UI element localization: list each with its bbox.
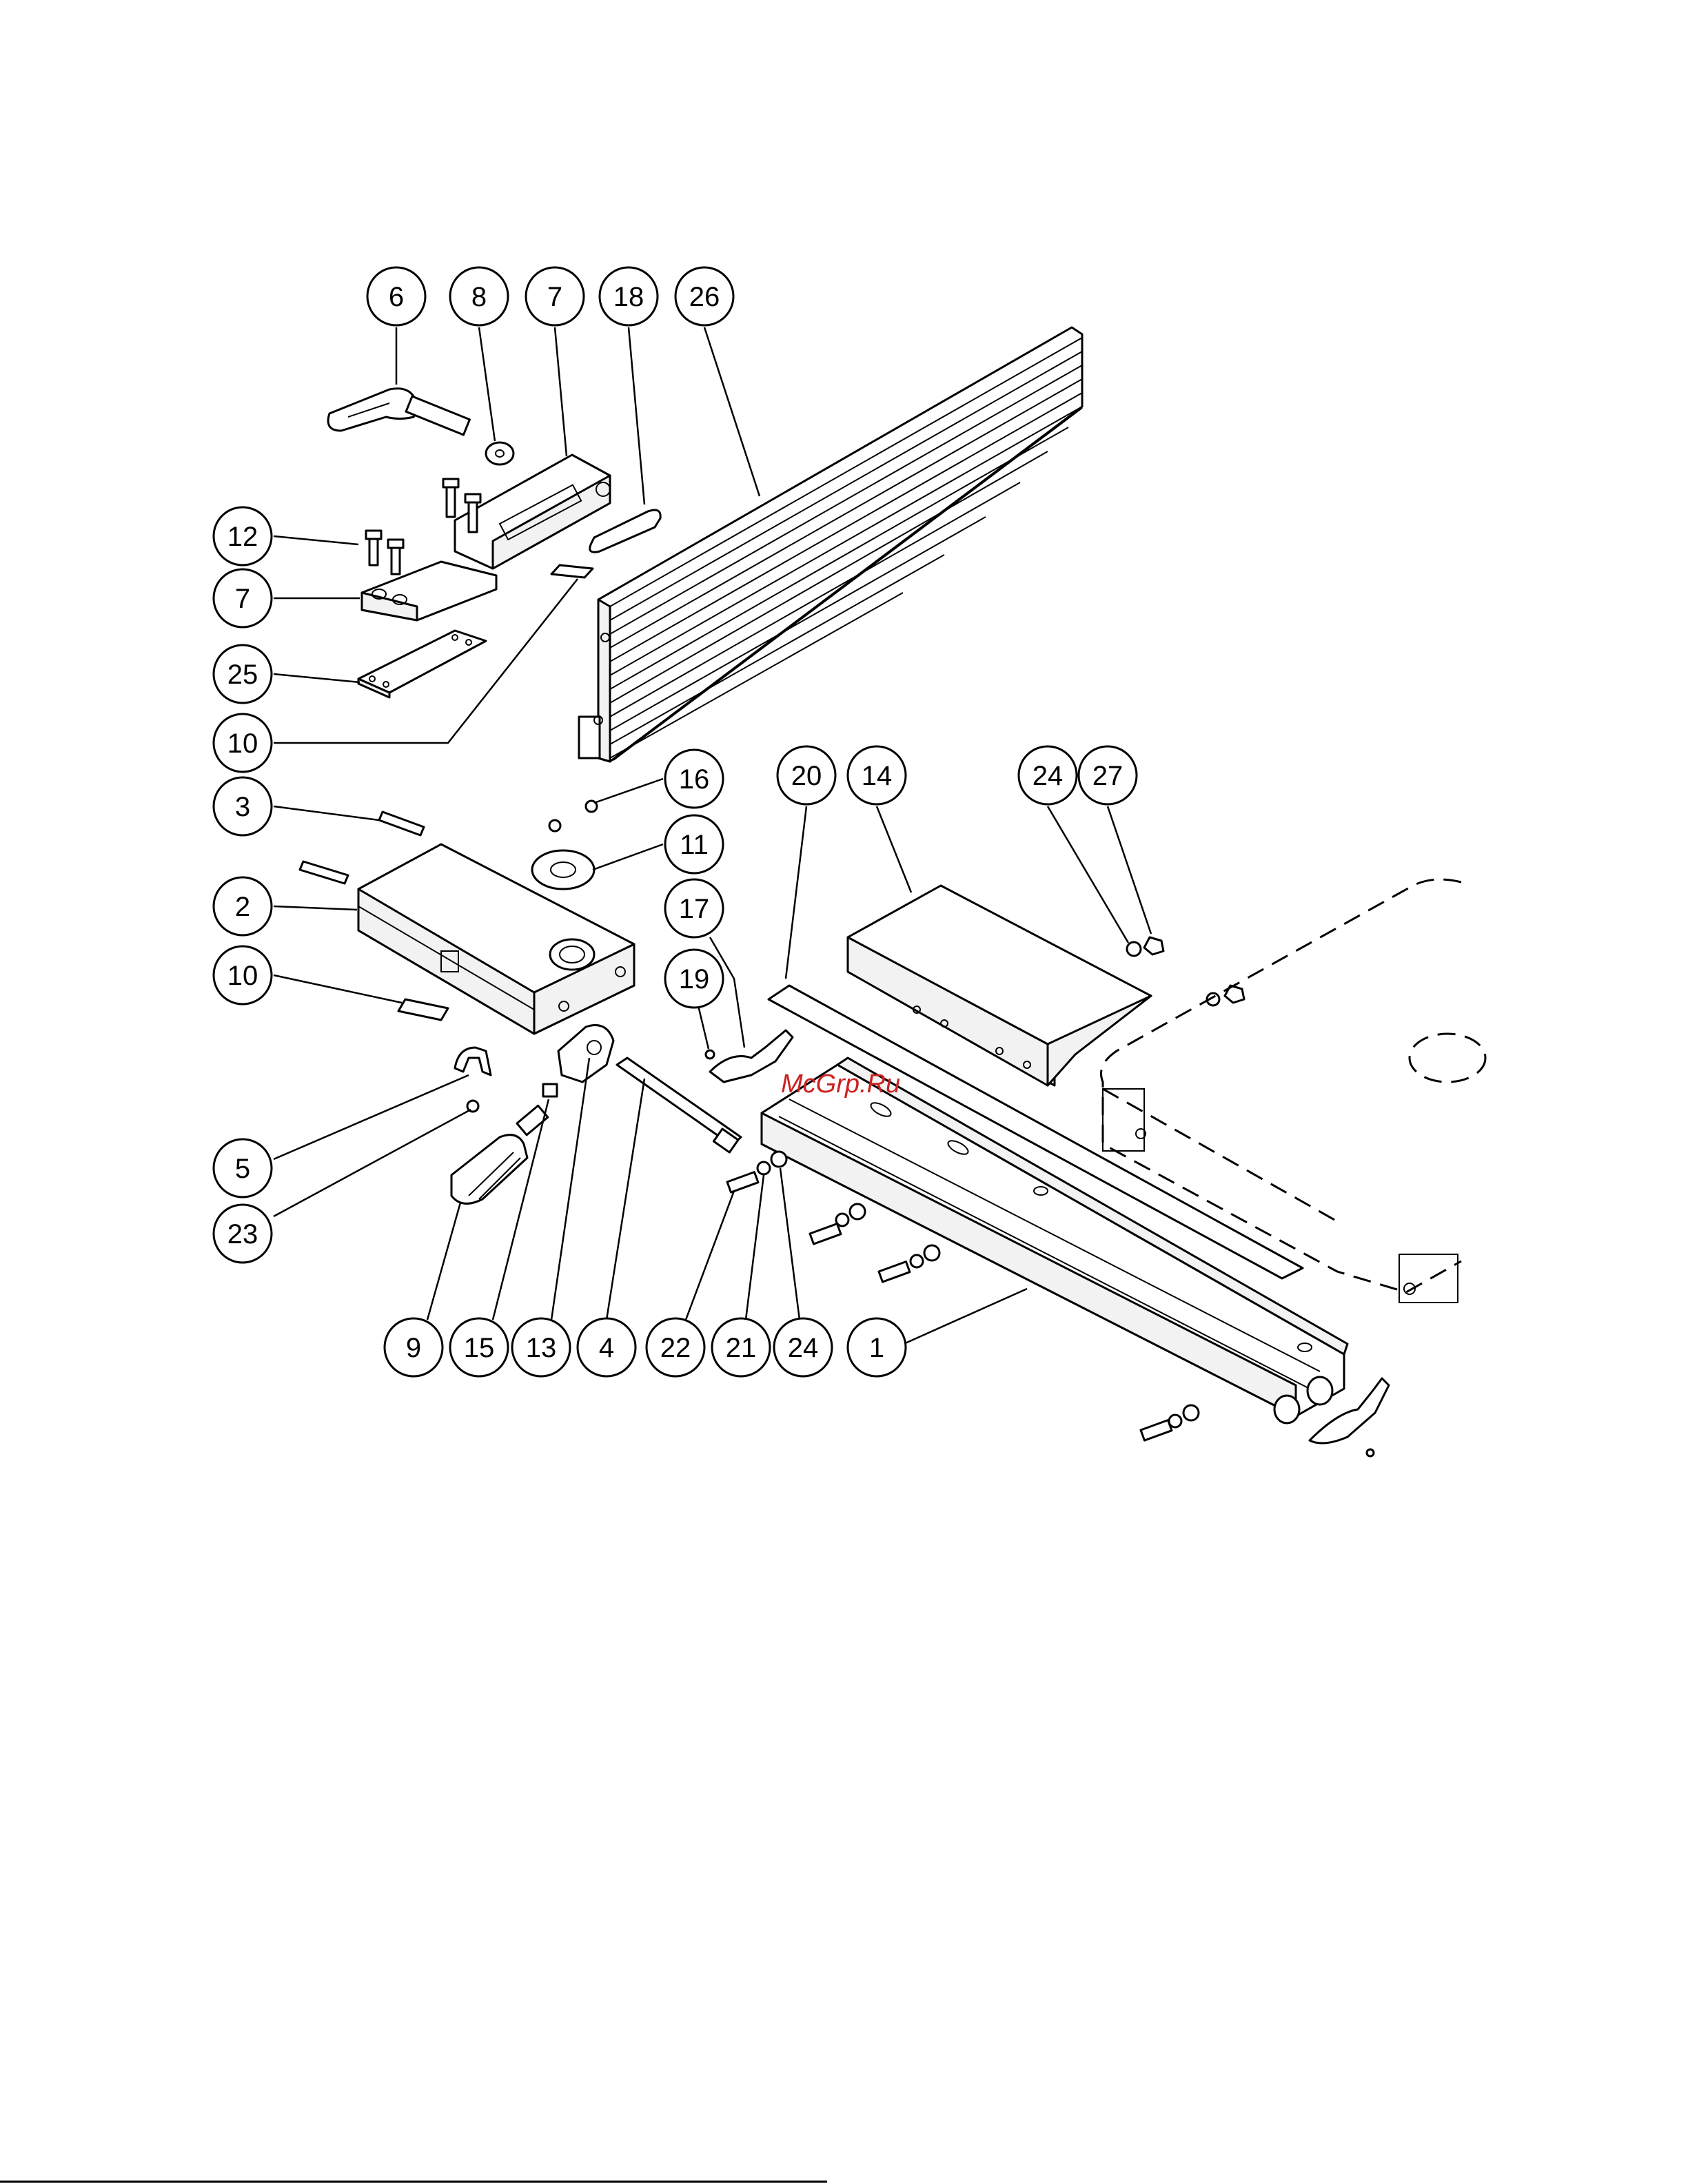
- callout-label: 7: [547, 282, 562, 312]
- shim-part-10-upper: [551, 565, 593, 578]
- washer-part-24-upper: [1127, 942, 1141, 956]
- cam-block-part-13: [558, 1025, 613, 1083]
- callout-c7b: 7: [214, 569, 272, 627]
- callout-label: 24: [788, 1333, 819, 1363]
- callout-c13: 13: [512, 1318, 570, 1376]
- callout-label: 11: [680, 830, 709, 860]
- callout-label: 5: [235, 1154, 250, 1184]
- bushing-part-11: [532, 850, 594, 889]
- clamp-block-part-7-lower: [362, 562, 496, 620]
- slot-plate-part-18: [590, 510, 660, 552]
- clamp-lever-part-6: [328, 389, 469, 435]
- screw-part-19: [706, 1050, 714, 1059]
- callout-c11: 11: [665, 815, 723, 873]
- callout-label: 10: [227, 961, 258, 991]
- callout-label: 1: [869, 1333, 884, 1363]
- knob-handle-part-9: [451, 1105, 548, 1203]
- callout-c3: 3: [214, 777, 272, 835]
- callout-c24b: 24: [774, 1318, 832, 1376]
- callout-c24a: 24: [1019, 746, 1077, 804]
- callout-label: 12: [227, 522, 258, 552]
- callout-c16: 16: [665, 750, 723, 808]
- callout-c19: 19: [665, 950, 723, 1008]
- callout-label: 20: [791, 761, 822, 791]
- callout-label: 3: [235, 792, 250, 822]
- callout-c22: 22: [647, 1318, 704, 1376]
- callout-c26: 26: [675, 267, 733, 325]
- callout-c12: 12: [214, 507, 272, 565]
- callout-c4: 4: [578, 1318, 635, 1376]
- rail-part-1: [762, 1058, 1389, 1456]
- callout-label: 25: [227, 660, 258, 690]
- plate-part-25: [358, 631, 486, 697]
- callout-c10a: 10: [214, 714, 272, 772]
- screws-part-16: [549, 801, 597, 831]
- callout-label: 18: [613, 282, 644, 312]
- washer-part-8: [486, 442, 513, 465]
- nut-part-15: [543, 1084, 557, 1096]
- callout-c7a: 7: [526, 267, 584, 325]
- callout-label: 2: [235, 892, 250, 922]
- watermark: McGrp.Ru: [781, 1070, 900, 1099]
- callout-c8: 8: [450, 267, 508, 325]
- callout-c5: 5: [214, 1139, 272, 1197]
- nuts-right: [1207, 986, 1244, 1006]
- bottom-rule: [0, 2181, 827, 2183]
- nut-part-27: [1144, 937, 1163, 955]
- callout-label: 8: [471, 282, 487, 312]
- callout-c25: 25: [214, 645, 272, 703]
- callout-c15: 15: [450, 1318, 508, 1376]
- screws-part-12-lower: [366, 531, 403, 574]
- callout-c9: 9: [385, 1318, 443, 1376]
- callout-label: 23: [227, 1219, 258, 1249]
- callout-c27: 27: [1079, 746, 1137, 804]
- callout-label: 10: [227, 728, 258, 759]
- fence-face-part-26: [579, 327, 1082, 762]
- callout-label: 26: [689, 282, 720, 312]
- callout-label: 19: [679, 964, 710, 994]
- callout-c2: 2: [214, 877, 272, 935]
- callout-c14: 14: [848, 746, 906, 804]
- callout-c1: 1: [848, 1318, 906, 1376]
- callout-label: 4: [599, 1333, 614, 1363]
- callout-c18: 18: [600, 267, 658, 325]
- callout-label: 6: [389, 282, 404, 312]
- callout-c17: 17: [665, 879, 723, 937]
- callout-label: 15: [464, 1333, 495, 1363]
- callout-c10b: 10: [214, 946, 272, 1004]
- callout-label: 14: [862, 761, 893, 791]
- callout-label: 21: [726, 1333, 757, 1363]
- callout-c23: 23: [214, 1205, 272, 1263]
- clamp-block-part-7-upper: [455, 455, 610, 569]
- callout-label: 16: [679, 764, 710, 795]
- callout-label: 24: [1033, 761, 1064, 791]
- shim-part-10-lower: [398, 999, 448, 1020]
- callout-label: 22: [660, 1333, 691, 1363]
- clip-part-5: [455, 1048, 491, 1075]
- callout-c20: 20: [777, 746, 835, 804]
- callout-c21: 21: [712, 1318, 770, 1376]
- callout-label: 27: [1092, 761, 1123, 791]
- callout-c6: 6: [367, 267, 425, 325]
- callout-label: 7: [235, 584, 250, 614]
- callout-label: 13: [526, 1333, 557, 1363]
- bracket-part-17: [710, 1030, 793, 1082]
- callout-label: 9: [406, 1333, 421, 1363]
- callout-label: 17: [679, 894, 710, 924]
